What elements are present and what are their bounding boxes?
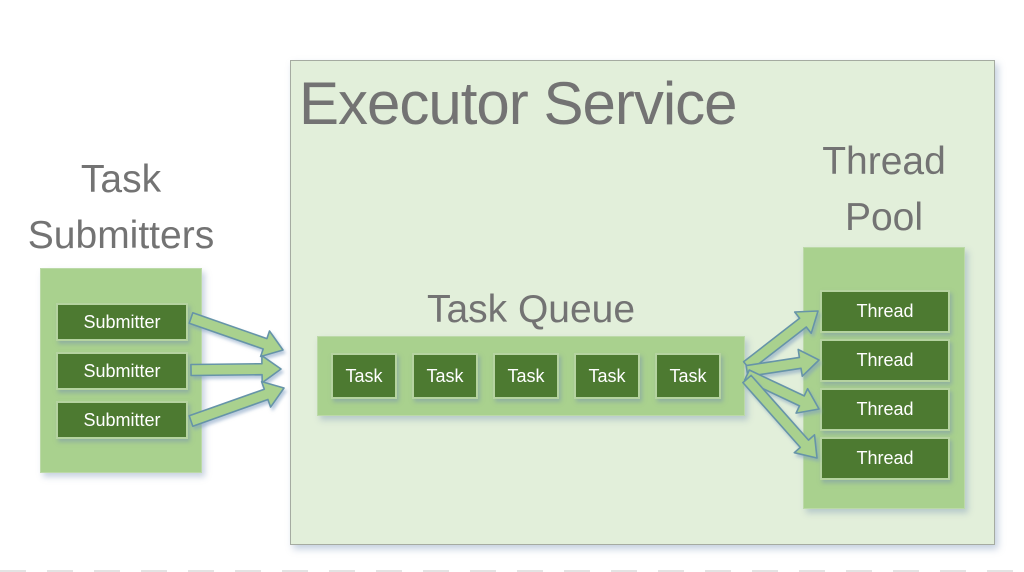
thread-pool-heading-line2: Pool	[844, 196, 924, 239]
thread-label: Thread	[856, 399, 914, 419]
submitter-box-1: Submitter	[56, 303, 188, 341]
thread-box-4: Thread	[820, 437, 950, 480]
submitter-label: Submitter	[83, 360, 161, 381]
submitter-box-2: Submitter	[56, 352, 188, 390]
task-box-2: Task	[412, 353, 478, 399]
thread-pool-heading-line1: Thread	[822, 140, 946, 183]
thread-label: Thread	[856, 350, 914, 370]
thread-label: Thread	[856, 301, 914, 321]
submitter-label: Submitter	[83, 409, 161, 430]
task-box-5: Task	[655, 353, 721, 399]
task-submitters-heading-line2: Submitters	[27, 214, 215, 257]
task-box-4: Task	[574, 353, 640, 399]
thread-label: Thread	[856, 448, 914, 468]
arrow-submit-3	[188, 380, 285, 428]
arrow-submit-2	[190, 354, 282, 384]
task-box-1: Task	[331, 353, 397, 399]
task-label: Task	[426, 365, 464, 386]
task-queue-heading: Task Queue	[426, 288, 636, 331]
task-box-3: Task	[493, 353, 559, 399]
bottom-dashed-line	[0, 570, 1024, 572]
arrow-submit-1	[188, 311, 284, 358]
task-label: Task	[507, 365, 545, 386]
submitter-label: Submitter	[83, 311, 161, 332]
submitter-box-3: Submitter	[56, 401, 188, 439]
task-label: Task	[588, 365, 626, 386]
thread-box-3: Thread	[820, 388, 950, 431]
executor-service-title: Executor Service	[299, 70, 738, 137]
thread-pool-heading: Thread Pool	[794, 134, 974, 246]
task-submitters-heading-line1: Task	[80, 158, 162, 201]
task-label: Task	[669, 365, 707, 386]
thread-box-2: Thread	[820, 339, 950, 382]
thread-box-1: Thread	[820, 290, 950, 333]
task-submitters-heading: Task Submitters	[0, 152, 242, 264]
task-label: Task	[345, 365, 383, 386]
